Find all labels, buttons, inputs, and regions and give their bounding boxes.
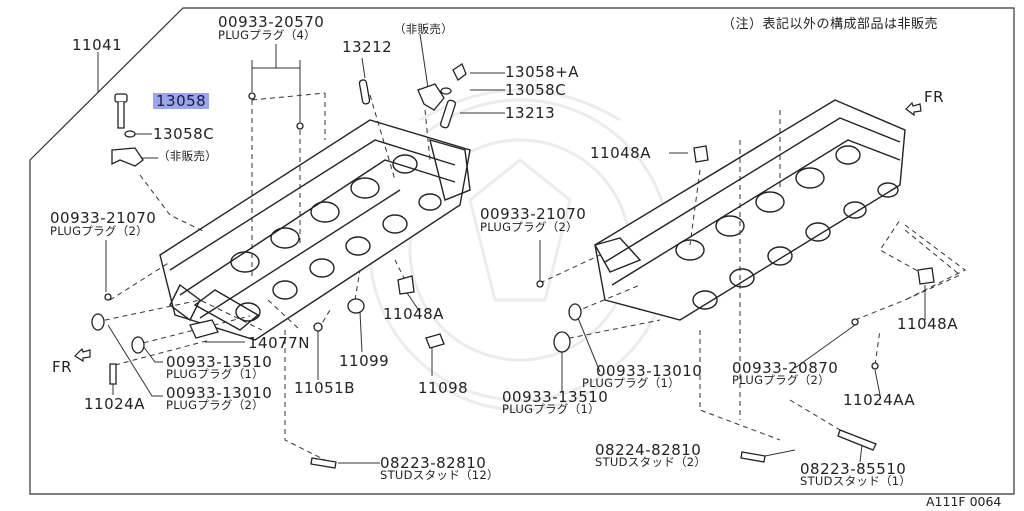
- right-cylinder-head: [593, 99, 906, 321]
- plug-right-2: [851, 318, 859, 326]
- label-11024aa[interactable]: 11024AA: [843, 391, 916, 409]
- label-not-sold-left: （非販売）: [158, 149, 217, 163]
- label-00933-13510-left-desc: PLUGプラグ（1）: [166, 367, 264, 381]
- label-08223-85510-desc: STUDスタッド（1）: [800, 474, 912, 488]
- stud-85510: [837, 429, 877, 451]
- label-00933-13010-left-desc: PLUGプラグ（2）: [166, 398, 264, 412]
- cup-plug-left-2: [131, 336, 145, 354]
- label-00933-20870[interactable]: 00933-20870: [732, 359, 839, 377]
- part-11048a-top: [693, 145, 709, 163]
- stud-11024a: [109, 363, 117, 385]
- cup-plug-right-2: [553, 331, 571, 353]
- label-13212[interactable]: 13212: [342, 38, 393, 56]
- label-00933-13010-left[interactable]: 00933-13010: [166, 384, 273, 402]
- plug-left-1: [248, 92, 256, 100]
- label-08223-85510[interactable]: 08223-85510: [800, 460, 907, 478]
- label-14077n[interactable]: 14077N: [248, 334, 310, 352]
- gasket-14077n: [189, 319, 219, 339]
- plug-left-3: [104, 293, 112, 301]
- bolt-13058a: [452, 63, 467, 81]
- dashed-guides: [95, 92, 966, 461]
- label-13058c-right[interactable]: 13058C: [505, 81, 567, 99]
- label-11048a-mid[interactable]: 11048A: [383, 305, 444, 323]
- disclaimer-note: （注）表記以外の構成部品は非販売: [722, 17, 939, 32]
- washer-13058c-left: [124, 130, 136, 138]
- pin-13212: [358, 79, 371, 105]
- left-cylinder-head: [159, 119, 471, 341]
- fr-label-left: FR: [52, 358, 73, 376]
- part-11051b: [313, 322, 323, 332]
- plug-right-3: [871, 362, 879, 370]
- bolt-13058: [114, 93, 128, 129]
- small-parts: [91, 63, 935, 469]
- part-11048a-right: [917, 267, 935, 285]
- bracket-top: [417, 83, 445, 111]
- stud-82810-right: [740, 451, 766, 463]
- label-00933-21070-left[interactable]: 00933-21070: [50, 209, 157, 227]
- part-11098: [425, 333, 445, 349]
- label-11048a-top[interactable]: 11048A: [590, 144, 651, 162]
- watermark-emblem: [368, 88, 672, 412]
- fr-arrow-right: [905, 101, 922, 117]
- label-08223-82810[interactable]: 08223-82810: [380, 454, 487, 472]
- fr-arrow-left: [74, 347, 91, 363]
- cup-plug-left-1: [91, 313, 105, 331]
- label-00933-13010-right[interactable]: 00933-13010: [596, 362, 703, 380]
- label-00933-20870-desc: PLUGプラグ（2）: [732, 373, 830, 387]
- label-11048a-right[interactable]: 11048A: [897, 315, 958, 333]
- label-11024a[interactable]: 11024A: [84, 395, 145, 413]
- label-00933-13010-right-desc: PLUGプラグ（1）: [582, 376, 680, 390]
- label-13058c-left[interactable]: 13058C: [153, 125, 215, 143]
- plug-right-1: [536, 280, 544, 288]
- label-00933-21070-right[interactable]: 00933-21070: [480, 205, 587, 223]
- pin-13213: [439, 99, 457, 129]
- part-11099: [347, 298, 365, 314]
- label-not-sold-top: （非販売）: [394, 22, 453, 36]
- diagram-frame: [29, 7, 1015, 495]
- label-13058-selected[interactable]: 13058: [153, 93, 210, 109]
- label-08224-82810[interactable]: 08224-82810: [595, 441, 702, 459]
- label-00933-13510-right[interactable]: 00933-13510: [502, 388, 609, 406]
- plug-left-2: [296, 122, 304, 130]
- bracket-left: [111, 147, 144, 167]
- part-11048a-mid: [397, 275, 415, 295]
- label-13213[interactable]: 13213: [505, 104, 556, 122]
- label-00933-13510-left[interactable]: 00933-13510: [166, 353, 273, 371]
- label-00933-21070-left-desc: PLUGプラグ（2）: [50, 224, 148, 238]
- label-08223-82810-desc: STUDスタッド（12）: [380, 468, 499, 482]
- stud-82810-left: [310, 457, 337, 469]
- leader-lines: [97, 33, 926, 464]
- label-08224-82810-desc: STUDスタッド（2）: [595, 455, 707, 469]
- fr-label-right: FR: [924, 88, 945, 106]
- label-11099[interactable]: 11099: [339, 352, 390, 370]
- fr-arrows: [74, 101, 922, 363]
- label-00933-13510-right-desc: PLUGプラグ（1）: [502, 402, 600, 416]
- label-00933-20570[interactable]: 00933-20570: [218, 13, 325, 31]
- label-13058a[interactable]: 13058+A: [505, 63, 580, 81]
- washer-13058c-right: [440, 87, 452, 95]
- label-11098[interactable]: 11098: [418, 379, 469, 397]
- label-11041[interactable]: 11041: [72, 36, 123, 54]
- catalog-code: A111F 0064: [926, 494, 1002, 509]
- label-00933-20570-desc: PLUGプラグ（4）: [218, 28, 316, 42]
- label-11051b[interactable]: 11051B: [294, 379, 356, 397]
- label-00933-21070-right-desc: PLUGプラグ（2）: [480, 220, 578, 234]
- cup-plug-right-1: [568, 303, 582, 321]
